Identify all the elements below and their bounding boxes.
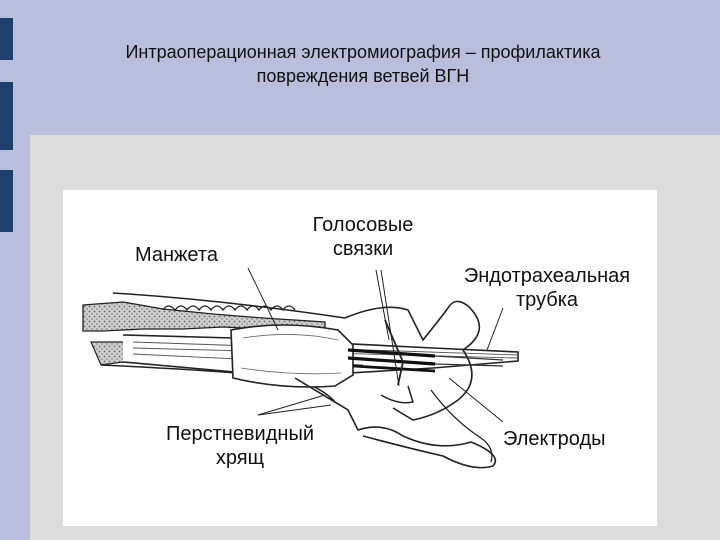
- left-accent-bar-middle: [0, 82, 13, 150]
- label-electrodes: Электроды: [503, 428, 606, 450]
- slide-title-line-1: Интраоперационная электромиография – про…: [125, 42, 601, 62]
- leader-electrodes: [448, 377, 504, 423]
- label-endotracheal-tube-line-2: трубка: [515, 289, 579, 311]
- label-endotracheal-tube-line-1: Эндотрахеальная: [463, 265, 631, 287]
- label-vocal-cords-line-2: связки: [332, 238, 394, 260]
- epiglottis: [430, 389, 493, 463]
- slide-title: Интраоперационная электромиография – про…: [18, 40, 708, 88]
- diagram-figure: Манжета Голосовые связки Эндотрахеальная…: [63, 190, 657, 526]
- airway-outline-top: [112, 292, 346, 319]
- label-cuff: Манжета: [135, 244, 218, 266]
- thyroid-cartilage: [344, 300, 481, 421]
- label-cricoid-cartilage: Перстневидный хрящ: [145, 422, 335, 470]
- cricoid-cartilage: [294, 377, 497, 469]
- larynx-tube-diagram: [82, 267, 519, 469]
- slide-title-line-2: повреждения ветвей ВГН: [256, 66, 470, 86]
- label-endotracheal-tube: Эндотрахеальная трубка: [437, 264, 657, 312]
- leader-tube: [486, 307, 504, 351]
- electrode-band-1: [347, 348, 436, 358]
- label-vocal-cords: Голосовые связки: [273, 213, 453, 261]
- leader-cricoid-2: [257, 404, 332, 416]
- leader-cuff: [247, 267, 279, 331]
- left-accent-bar-top: [0, 18, 13, 60]
- leader-cricoid-1: [257, 394, 326, 416]
- label-vocal-cords-line-1: Голосовые: [312, 214, 414, 236]
- electrode-lead-2: [434, 363, 504, 367]
- electrode-band-2: [347, 356, 436, 366]
- cuff-shading: [240, 334, 342, 375]
- electrode-band-3: [352, 364, 436, 373]
- electrode-lead-1: [434, 355, 504, 361]
- leader-vocal-cords-2: [380, 269, 400, 387]
- tracheal-rings: [162, 305, 296, 312]
- label-cricoid-cartilage-line-1: Перстневидный: [165, 423, 314, 445]
- vocal-cord-lower: [380, 385, 414, 404]
- label-cricoid-cartilage-line-2: хрящ: [215, 447, 265, 469]
- left-accent-bar-bottom: [0, 170, 13, 232]
- tube-cuff: [230, 324, 354, 388]
- leader-vocal-cords-1: [375, 269, 390, 341]
